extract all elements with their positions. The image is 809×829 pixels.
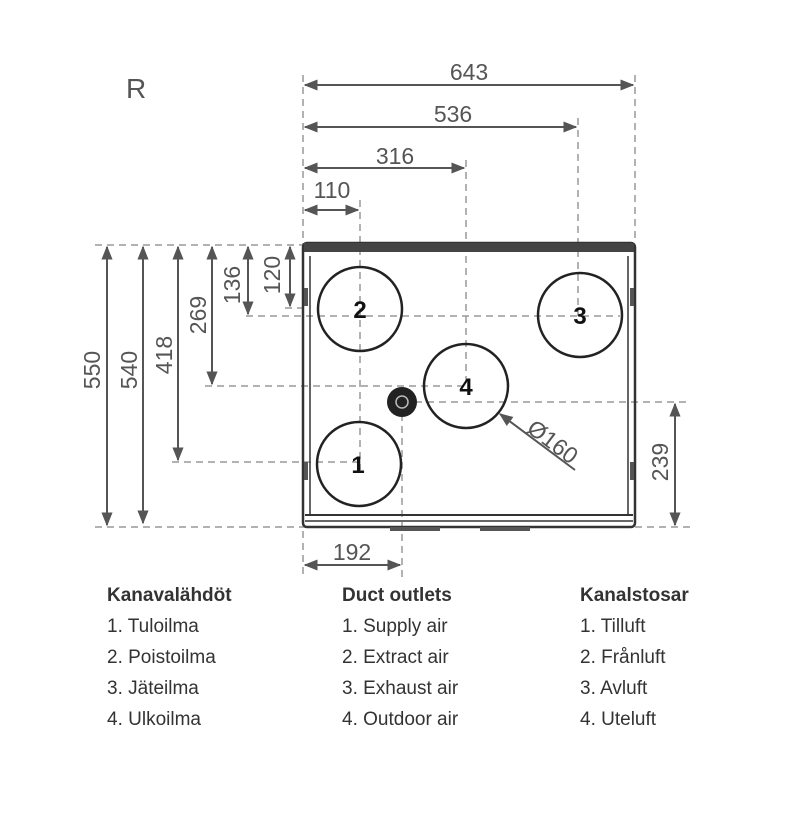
legend-item: 4. Outdoor air <box>342 709 459 730</box>
dim-550: 550 <box>79 351 105 389</box>
diameter-leader <box>498 413 576 471</box>
dim-diameter: Ø160 <box>523 414 584 469</box>
legend-item: 2. Frånluft <box>580 647 666 668</box>
dim-316: 316 <box>376 143 414 169</box>
legend-item: 4. Ulkoilma <box>107 709 201 730</box>
legend-item: 1. Tilluft <box>580 616 646 637</box>
legend-item: 2. Poistoilma <box>107 647 216 668</box>
view-label: R <box>126 73 146 104</box>
svg-text:1: 1 <box>351 452 364 479</box>
svg-text:3: 3 <box>573 303 586 330</box>
dim-136: 136 <box>219 266 245 304</box>
legend-title: Kanalstosar <box>580 585 689 606</box>
dim-540: 540 <box>116 351 142 389</box>
legend-english: Duct outlets 1. Supply air 2. Extract ai… <box>342 580 458 735</box>
legend-item: 4. Uteluft <box>580 709 657 730</box>
dim-418: 418 <box>151 336 177 374</box>
dim-536: 536 <box>434 101 472 127</box>
svg-text:4: 4 <box>459 374 473 401</box>
legend-item: 3. Avluft <box>580 678 648 699</box>
outlet-3: 3 <box>536 271 624 359</box>
dim-192: 192 <box>333 539 371 565</box>
legend-item: 2. Extract air <box>342 647 449 668</box>
outlet-2: 2 <box>316 265 404 353</box>
dim-269: 269 <box>185 296 211 334</box>
condensate-drain-icon <box>387 387 417 417</box>
legend-title: Duct outlets <box>342 585 452 606</box>
legend-item: 3. Exhaust air <box>342 678 459 699</box>
svg-text:2: 2 <box>353 297 366 324</box>
outlet-1: 1 <box>315 420 403 508</box>
legend-finnish: Kanavalähdöt 1. Tuloilma 2. Poistoilma 3… <box>107 580 232 735</box>
legend-item: 3. Jäteilma <box>107 678 199 699</box>
outlet-4: 4 <box>422 342 510 430</box>
legend-title: Kanavalähdöt <box>107 585 232 606</box>
legend-swedish: Kanalstosar 1. Tilluft 2. Frånluft 3. Av… <box>580 580 689 735</box>
dim-643: 643 <box>450 59 488 85</box>
legend-item: 1. Supply air <box>342 616 448 637</box>
unit-body <box>301 241 637 531</box>
dim-120: 120 <box>259 256 285 294</box>
legend-item: 1. Tuloilma <box>107 616 199 637</box>
dim-110: 110 <box>314 177 351 203</box>
dim-239: 239 <box>647 443 673 481</box>
